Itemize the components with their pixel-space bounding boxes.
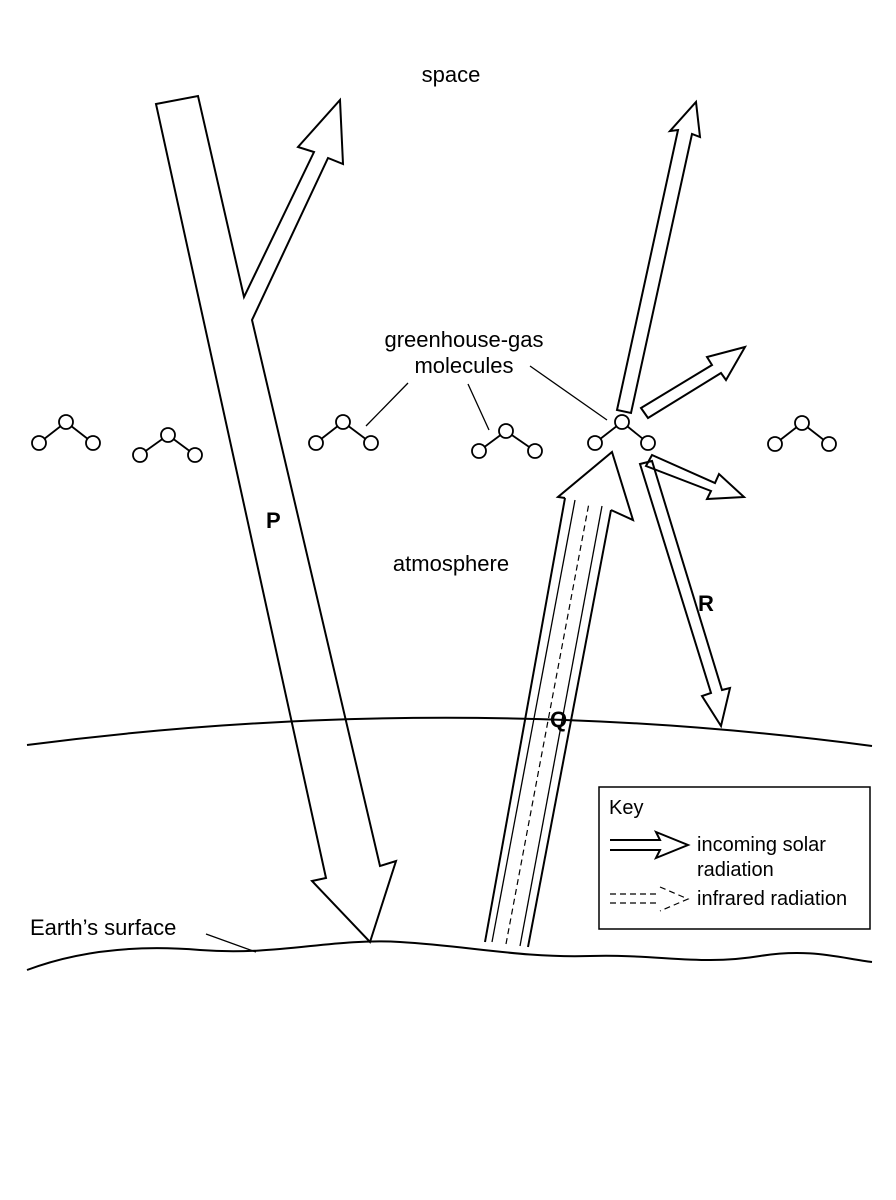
molecule [132, 427, 203, 463]
arrow-reemitted-lower-right [644, 453, 747, 501]
key-title: Key [609, 797, 643, 819]
molecule-absorbing [587, 414, 656, 451]
key-solar-label-line1: incoming solar [697, 834, 826, 856]
key-infrared-label: infrared radiation [697, 888, 847, 910]
arrow-reemitted-up [615, 99, 702, 415]
key-solar-label-line2: radiation [697, 859, 774, 881]
arrow-p-incoming-solar [154, 94, 398, 944]
label-greenhouse-line2: molecules [414, 353, 513, 378]
molecule [767, 415, 837, 452]
label-q: Q [550, 707, 567, 732]
key-infrared-arrow [610, 886, 690, 912]
label-space: space [422, 62, 481, 87]
label-r: R [698, 591, 714, 616]
label-leader-lines [205, 365, 608, 953]
label-greenhouse-line1: greenhouse-gas [384, 327, 543, 352]
key-box [598, 786, 871, 930]
molecule [308, 414, 379, 451]
molecule [471, 423, 543, 459]
label-earth-surface: Earth’s surface [30, 915, 176, 940]
molecule [31, 414, 101, 451]
label-atmosphere: atmosphere [393, 551, 509, 576]
key-legend: Key incoming solar radiation infrared ra… [598, 786, 871, 930]
label-p: P [266, 508, 281, 533]
key-solar-arrow [610, 830, 691, 860]
arrow-r-reemitted-down [638, 459, 732, 729]
earth-surface-line [26, 940, 873, 971]
arrow-q-infrared [484, 450, 635, 948]
atmosphere-boundary [26, 716, 873, 747]
arrow-reemitted-upper-right [639, 345, 748, 420]
